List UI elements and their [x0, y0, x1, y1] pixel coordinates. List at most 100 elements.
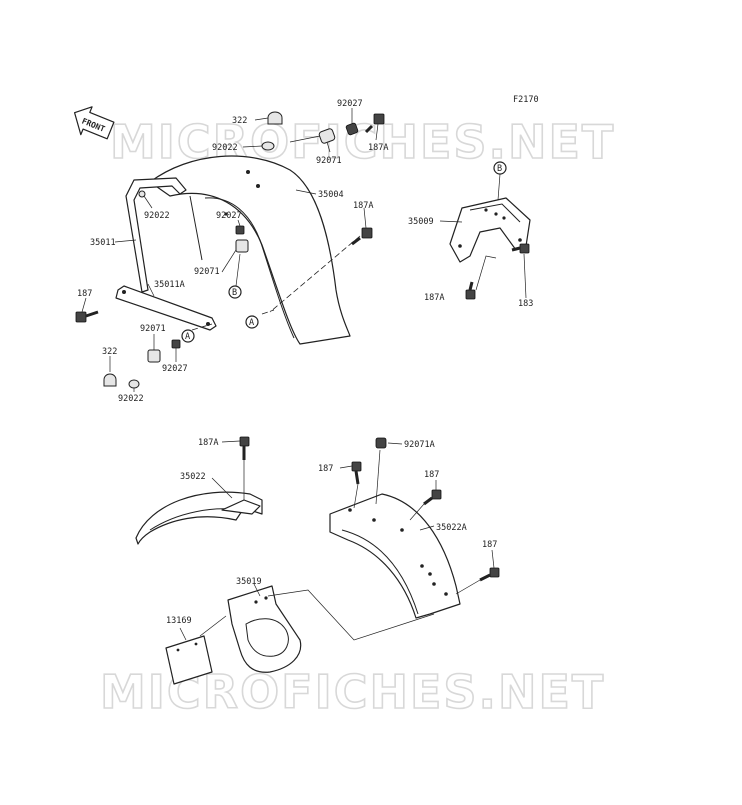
assembly-line: [261, 309, 275, 315]
grommet-92071-mid: [235, 239, 249, 253]
label-187a-top: 187A: [368, 143, 388, 153]
collar-92027-top: [345, 122, 359, 136]
leader: [211, 477, 233, 499]
label-187-rear3: 187: [482, 540, 497, 550]
bracket-hole: [122, 290, 126, 294]
plate-bracket-window: [245, 618, 289, 657]
rear-fender-hole: [444, 592, 448, 596]
bracket-hole: [484, 208, 488, 212]
leader: [147, 283, 155, 297]
leader: [289, 135, 321, 143]
collar-92027-mid: [235, 225, 245, 235]
leader: [114, 239, 137, 243]
front-arrow-icon: FRONT: [73, 106, 115, 140]
rear-fender-35022a: [329, 493, 461, 619]
leader: [253, 583, 261, 597]
bolt-187a-front: [239, 436, 250, 460]
reflector-13169: [165, 635, 213, 685]
leader: [491, 549, 495, 569]
bracket-hole: [206, 322, 210, 326]
callout-a-left: A: [181, 329, 195, 343]
leader: [81, 297, 87, 313]
leader: [179, 615, 227, 641]
bolt-183: [511, 243, 530, 254]
label-92022-top: 92022: [212, 143, 238, 153]
leader: [295, 189, 317, 195]
label-187-rear2: 187: [424, 470, 439, 480]
watermark-top: MICROFICHES.NET: [110, 115, 615, 169]
label-92071-top: 92071: [316, 156, 342, 166]
leader: [497, 173, 501, 201]
bolt-187a-mid: [351, 227, 373, 246]
bracket-edge: [469, 203, 521, 223]
assembly-line: [191, 323, 213, 331]
bracket-hole: [254, 600, 258, 604]
front-fender-35022: [135, 491, 263, 545]
svg-text:A: A: [185, 332, 190, 342]
reflector-hole: [176, 648, 180, 652]
leader: [235, 253, 241, 287]
label-35011a: 35011A: [154, 280, 185, 290]
leader: [326, 141, 331, 153]
bolt-187a-top: [364, 113, 385, 134]
assembly-line: [269, 235, 361, 313]
rear-fender-hole: [400, 528, 404, 532]
fender-hole: [224, 212, 228, 216]
washer-92022-top: [261, 141, 275, 151]
fender-hole: [246, 170, 250, 174]
rail-strut: [189, 195, 203, 261]
label-92027-low: 92027: [162, 364, 188, 374]
front-fender-mount: [221, 499, 261, 515]
leader: [143, 195, 153, 209]
svg-text:B: B: [232, 288, 237, 298]
bolt-187a-bracket: [465, 281, 476, 300]
label-183: 183: [518, 299, 533, 309]
leader: [339, 465, 353, 469]
grab-rail-35011: [125, 177, 187, 293]
bolt-187-left: [75, 310, 99, 323]
leader: [353, 483, 359, 509]
bolt-187-rear2: [423, 489, 442, 506]
cap-nut-322-low: [103, 373, 117, 387]
label-35009: 35009: [408, 217, 434, 227]
leader: [254, 117, 269, 121]
rear-fender-35004: [149, 155, 351, 345]
fender-hole: [256, 184, 260, 188]
bracket-hole: [502, 216, 506, 220]
label-187a-front: 187A: [198, 438, 218, 448]
reflector-hole: [194, 642, 198, 646]
rear-fender-edge: [341, 529, 419, 615]
leader: [267, 589, 435, 641]
callout-b-top: B: [228, 285, 242, 299]
label-187a-bracket: 187A: [424, 293, 444, 303]
figure-code: F2170: [513, 95, 539, 105]
washer-92022-rail: [138, 190, 146, 198]
label-187-left: 187: [77, 289, 92, 299]
svg-text:A: A: [249, 318, 254, 328]
svg-text:B: B: [497, 164, 502, 174]
label-187a-mid: 187A: [353, 201, 373, 211]
label-92071a: 92071A: [404, 440, 435, 450]
bracket-hole: [264, 596, 268, 600]
bracket-35011a: [115, 285, 217, 331]
label-92027-mid: 92027: [216, 211, 242, 221]
leader: [363, 207, 367, 229]
rear-fender-hole: [348, 508, 352, 512]
collar-92027-low: [171, 339, 181, 349]
cap-nut-322-top: [267, 111, 283, 125]
bracket-hole: [458, 244, 462, 248]
callout-a-right: A: [245, 315, 259, 329]
label-13169: 13169: [166, 616, 192, 626]
leader: [221, 249, 237, 273]
rear-fender-inner-edge: [204, 197, 295, 339]
leader: [409, 503, 425, 521]
rear-fender-hole: [432, 582, 436, 586]
label-35019: 35019: [236, 577, 262, 587]
leader: [475, 255, 497, 291]
label-187-rear1: 187: [318, 464, 333, 474]
grommet-92071-low: [147, 349, 161, 363]
label-322-low: 322: [102, 347, 117, 357]
label-35004: 35004: [318, 190, 344, 200]
bracket-35009: [449, 197, 531, 263]
